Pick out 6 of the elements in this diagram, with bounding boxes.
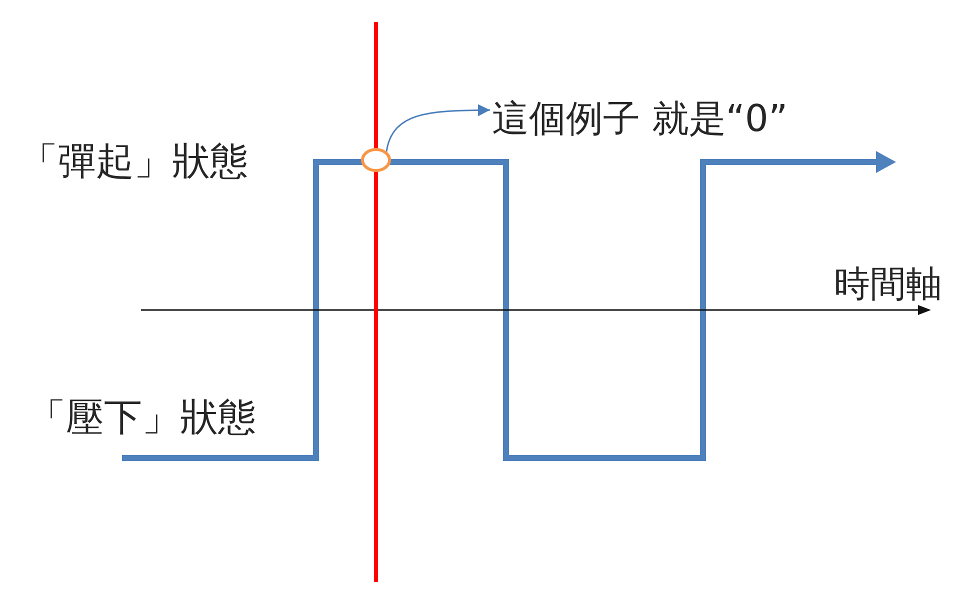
leader-arrow <box>386 104 490 152</box>
axis-label: 時間軸 <box>834 264 942 306</box>
state-label: 「壓下」狀態 <box>28 396 256 440</box>
state-label: 「彈起」狀態 <box>20 140 248 184</box>
annotation-text: 這個例子 就是“0” <box>492 98 788 141</box>
circle-marker-icon <box>361 148 391 172</box>
